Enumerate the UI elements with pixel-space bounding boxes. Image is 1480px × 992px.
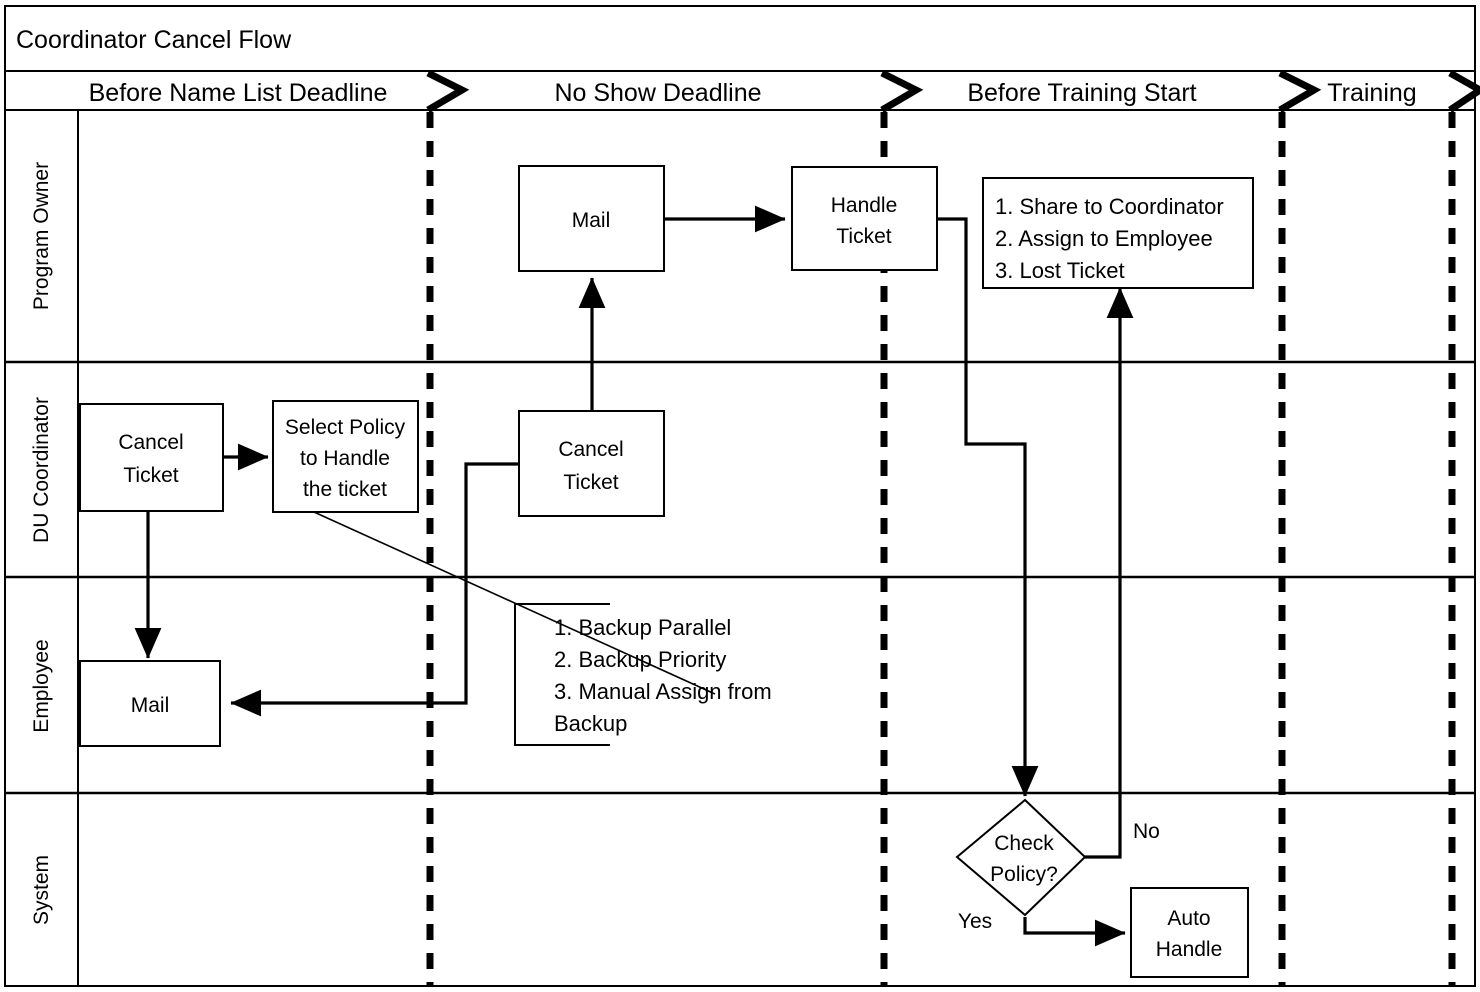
node-cancel-ticket-du-line-1: Cancel: [118, 431, 183, 454]
edge-label-yes: Yes: [958, 910, 992, 933]
node-mail-program-owner-line-1: Mail: [572, 209, 611, 232]
edge-check-policy-no: [1083, 287, 1134, 859]
node-cancel-ticket-no-show[interactable]: Cancel Ticket: [518, 410, 665, 517]
node-cancel-ticket-du-line-2: Ticket: [123, 464, 178, 487]
node-backup-options-line-1: 1. Backup Parallel: [554, 615, 731, 640]
node-select-policy[interactable]: Select Policy to Handle the ticket: [272, 400, 419, 513]
phase-chevron-3-icon: [1278, 69, 1322, 114]
node-po-options-line-1: 1. Share to Coordinator: [995, 194, 1224, 219]
node-mail-employee-line-1: Mail: [131, 694, 170, 717]
diagram-title: Coordinator Cancel Flow: [16, 26, 292, 54]
phase-label-before-name-list: Before Name List Deadline: [89, 79, 388, 107]
node-auto-handle[interactable]: Auto Handle: [1130, 887, 1249, 978]
node-po-options[interactable]: 1. Share to Coordinator 2. Assign to Emp…: [982, 177, 1254, 289]
node-cancel-ticket-no-show-line-1: Cancel: [558, 438, 623, 461]
node-cancel-ticket-du[interactable]: Cancel Ticket: [79, 403, 224, 512]
node-backup-options-line-4: Backup: [554, 711, 627, 736]
lane-label-du-coordinator: DU Coordinator: [30, 397, 53, 543]
node-check-policy-line-2: Policy?: [990, 863, 1058, 886]
edge-check-policy-yes: [1023, 917, 1126, 947]
node-backup-options[interactable]: 1. Backup Parallel 2. Backup Priority 3.…: [514, 603, 772, 746]
node-mail-program-owner[interactable]: Mail: [518, 165, 665, 272]
phase-chevron-1-icon: [426, 69, 470, 114]
node-po-options-line-3: 3. Lost Ticket: [995, 258, 1125, 283]
edge-label-no: No: [1133, 820, 1160, 843]
node-auto-handle-line-1: Auto: [1167, 907, 1210, 930]
node-backup-options-line-3: 3. Manual Assign from: [554, 679, 772, 704]
edge-handle-ticket-to-check-policy: [937, 217, 1039, 797]
node-handle-ticket[interactable]: Handle Ticket: [791, 166, 938, 271]
node-po-options-line-2: 2. Assign to Employee: [995, 226, 1213, 251]
node-auto-handle-line-2: Handle: [1156, 938, 1223, 961]
phase-label-training: Training: [1327, 79, 1416, 107]
node-handle-ticket-line-1: Handle: [831, 194, 898, 217]
phase-chevron-4-icon: [1448, 69, 1480, 113]
node-handle-ticket-line-2: Ticket: [836, 225, 891, 248]
node-check-policy[interactable]: Check Policy?: [955, 798, 1087, 917]
lane-label-system: System: [30, 855, 53, 925]
node-backup-options-bracket: [514, 603, 610, 746]
phase-label-before-training: Before Training Start: [967, 79, 1196, 107]
node-select-policy-line-3: the ticket: [303, 478, 387, 501]
lane-label-employee: Employee: [30, 639, 53, 732]
phase-chevron-2-icon: [880, 69, 924, 114]
diagram-outer-frame: [4, 5, 1476, 987]
node-backup-options-line-2: 2. Backup Priority: [554, 647, 726, 672]
node-cancel-ticket-no-show-line-2: Ticket: [563, 471, 618, 494]
node-mail-employee[interactable]: Mail: [79, 660, 221, 747]
node-check-policy-line-1: Check: [994, 832, 1054, 855]
node-select-policy-line-2: to Handle: [300, 447, 390, 470]
phase-label-no-show: No Show Deadline: [554, 79, 761, 107]
edge-cancel-ns-to-mail-employee: [230, 462, 519, 717]
node-select-policy-line-1: Select Policy: [285, 416, 406, 439]
lane-label-program-owner: Program Owner: [30, 162, 53, 310]
